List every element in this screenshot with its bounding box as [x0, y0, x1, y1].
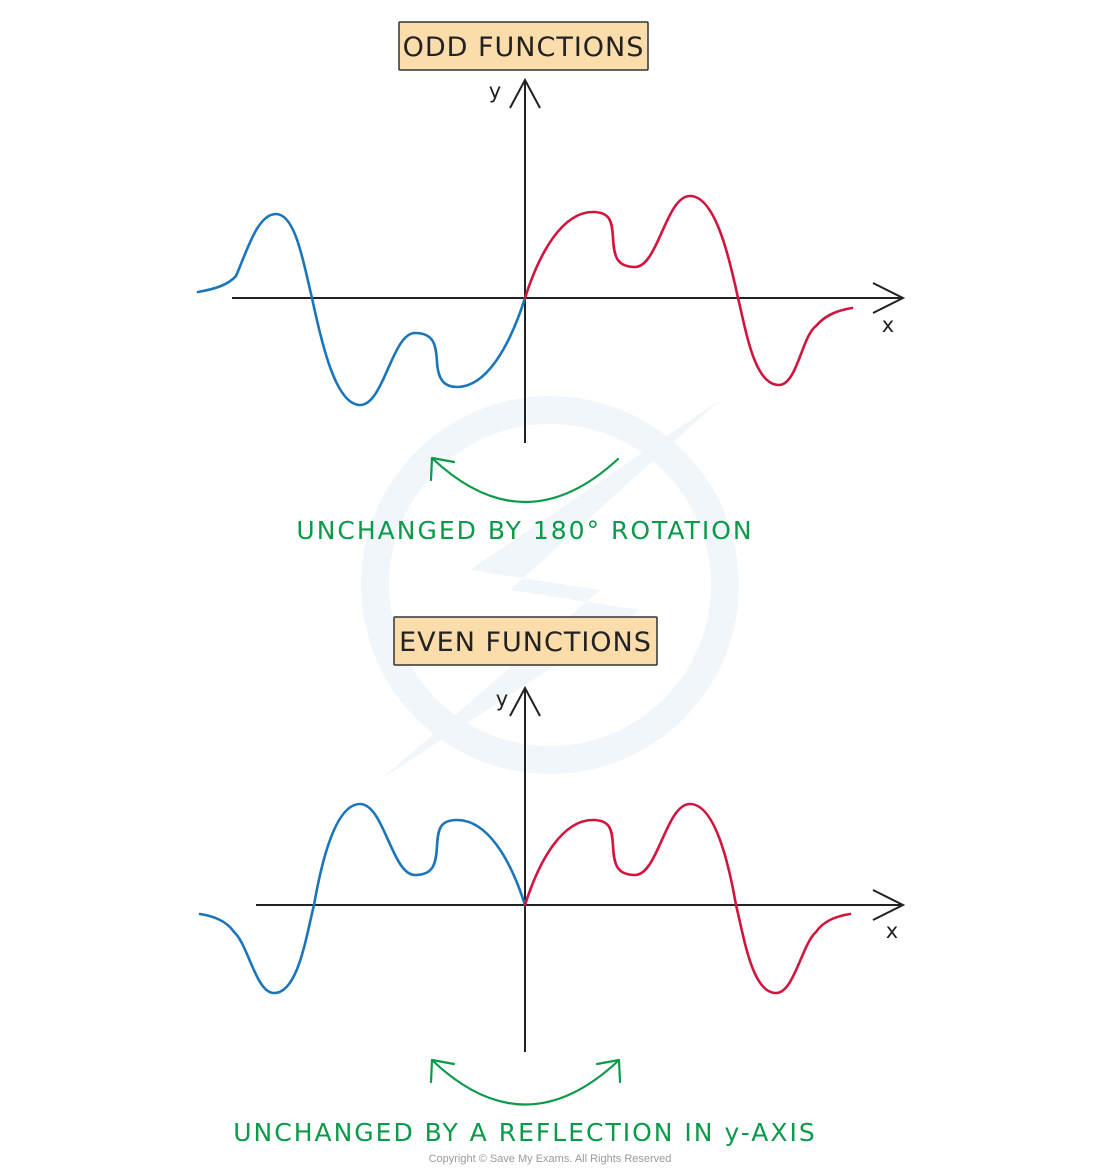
- odd-rotation-arrowhead: [429, 456, 456, 482]
- even-reflection-arrowhead-right: [595, 1058, 622, 1084]
- even-curve-right: [523, 802, 852, 995]
- even-reflection-arrowhead-left: [429, 1058, 456, 1084]
- even-y-axis-arrowhead: [509, 685, 541, 717]
- copyright-notice: Copyright © Save My Exams. All Rights Re…: [429, 1153, 672, 1165]
- odd-x-axis-label: x: [882, 313, 894, 337]
- odd-x-axis-arrowhead: [872, 282, 906, 314]
- even-title-box: [393, 616, 658, 666]
- even-panel: EVEN FUNCTIONS y x UNCHANGED BY A REFLEC…: [198, 616, 906, 1147]
- even-y-axis-label: y: [496, 687, 508, 711]
- watermark-logo: [361, 396, 739, 780]
- odd-panel: ODD FUNCTIONS y x UNCHANGED BY 180° ROTA…: [196, 21, 906, 545]
- odd-caption: UNCHANGED BY 180° ROTATION: [296, 516, 753, 545]
- odd-rotation-arrow: [431, 457, 620, 504]
- odd-title: ODD FUNCTIONS: [403, 32, 645, 63]
- even-title: EVEN FUNCTIONS: [399, 627, 652, 658]
- even-caption: UNCHANGED BY A REFLECTION IN y-AXIS: [233, 1118, 817, 1147]
- even-x-axis-label: x: [886, 919, 898, 943]
- even-x-axis-arrowhead: [872, 889, 906, 921]
- even-reflection-arrow: [431, 1059, 620, 1106]
- odd-y-axis-arrowhead: [509, 77, 541, 109]
- odd-title-box: [398, 21, 649, 71]
- odd-curve-right: [523, 194, 854, 387]
- odd-curve-left: [196, 212, 527, 407]
- odd-y-axis-label: y: [489, 79, 501, 103]
- even-curve-left: [198, 802, 527, 995]
